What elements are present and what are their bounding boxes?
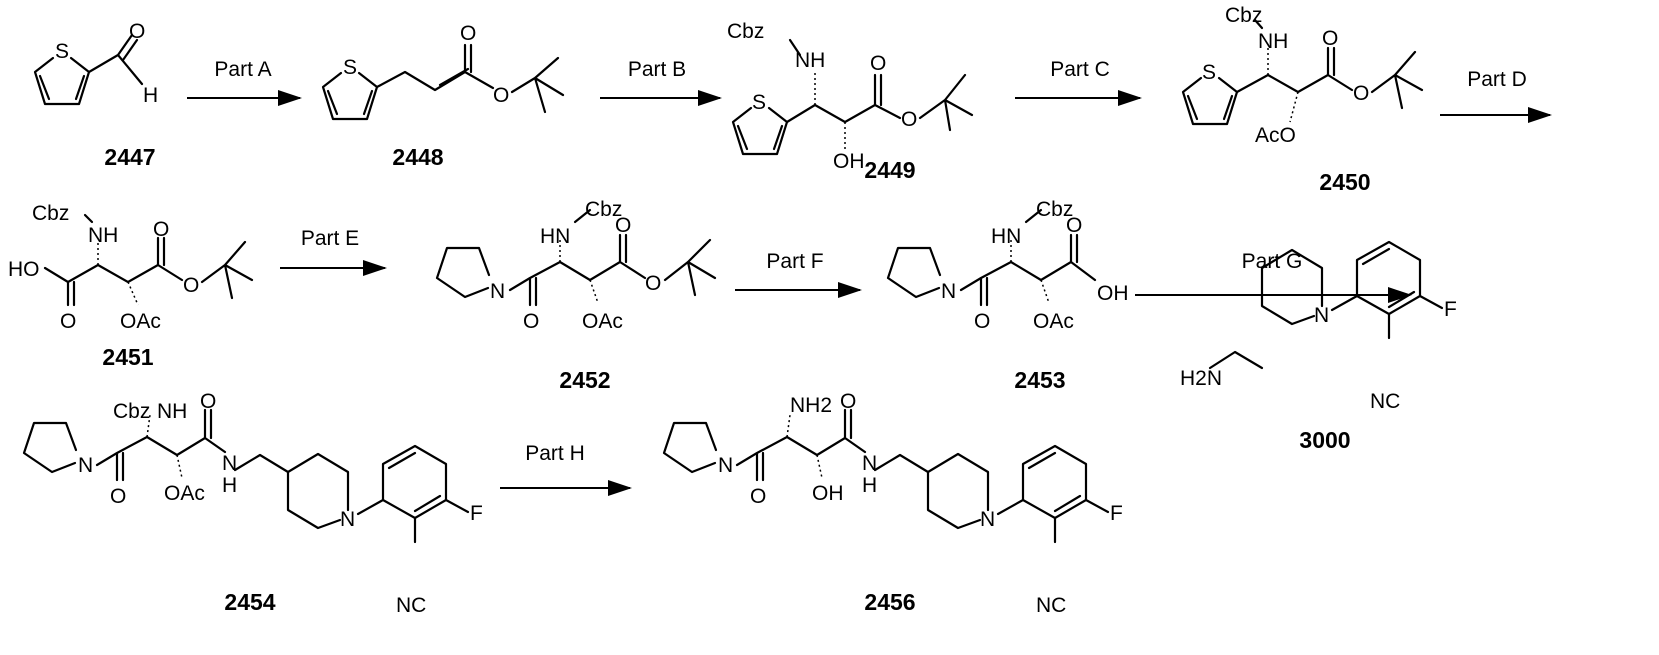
- atom-s: S: [1202, 61, 1216, 84]
- atom-n: N: [862, 452, 877, 475]
- reaction-arrow-b: Part B: [600, 58, 720, 98]
- atom-cbz: Cbz: [727, 20, 764, 43]
- step-label: Part C: [1050, 58, 1110, 81]
- reaction-arrow-e: Part E: [280, 227, 385, 268]
- atom-n: N: [78, 454, 93, 477]
- atom-o: O: [615, 214, 631, 237]
- atom-nc: NC: [396, 594, 426, 617]
- compound-2450: S Cbz NH AcO O O 2450: [1183, 4, 1422, 195]
- atom-aco: AcO: [1255, 124, 1296, 147]
- atom-o: O: [645, 272, 661, 295]
- atom-oh: OH: [833, 150, 865, 173]
- atom-oac: OAc: [1033, 310, 1074, 333]
- reaction-arrow-f: Part F: [735, 250, 860, 290]
- compound-label: 2448: [392, 144, 443, 170]
- atom-oac: OAc: [164, 482, 205, 505]
- atom-h: H: [862, 474, 877, 497]
- atom-nh: NH: [1258, 30, 1288, 53]
- atom-nc: NC: [1370, 390, 1400, 413]
- atom-nh: NH: [795, 49, 825, 72]
- step-label: Part F: [766, 250, 823, 273]
- atom-cbz: Cbz: [1225, 4, 1262, 27]
- step-label: Part D: [1467, 68, 1527, 91]
- atom-n: N: [980, 508, 995, 531]
- compound-3000: H2N N F NC 3000: [1180, 242, 1457, 453]
- atom-ho: HO: [8, 258, 40, 281]
- atom-o: O: [183, 274, 199, 297]
- atom-nc: NC: [1036, 594, 1066, 617]
- atom-o: O: [974, 310, 990, 333]
- atom-o: O: [460, 22, 476, 45]
- compound-label: 2450: [1319, 169, 1370, 195]
- atom-f: F: [1444, 298, 1457, 321]
- atom-o: O: [840, 390, 856, 413]
- compound-2452: N O HN Cbz OAc O O 2452: [437, 198, 715, 393]
- atom-o: O: [129, 20, 145, 43]
- atom-hn: HN: [991, 225, 1021, 248]
- atom-nh: NH: [157, 400, 187, 423]
- step-label: Part A: [214, 58, 271, 81]
- atom-n: N: [490, 280, 505, 303]
- atom-o: O: [750, 485, 766, 508]
- atom-o: O: [110, 485, 126, 508]
- compound-2456: N O NH2 OH O N H N NC F 2456: [664, 390, 1123, 617]
- compound-label: 2453: [1014, 367, 1065, 393]
- compound-2454: N O Cbz NH OAc O N H N NC F 2454: [24, 390, 483, 617]
- atom-n: N: [941, 280, 956, 303]
- atom-o: O: [153, 218, 169, 241]
- atom-oh: OH: [1097, 282, 1129, 305]
- compound-label: 2454: [224, 589, 275, 615]
- atom-hn: HN: [540, 225, 570, 248]
- atom-o: O: [60, 310, 76, 333]
- compound-2451: Cbz NH HO O OAc O O 2451: [8, 202, 252, 370]
- atom-o: O: [870, 52, 886, 75]
- atom-o: O: [1066, 214, 1082, 237]
- step-label: Part E: [301, 227, 359, 250]
- atom-n: N: [340, 508, 355, 531]
- atom-nh2: NH2: [790, 394, 832, 417]
- atom-o: O: [901, 108, 917, 131]
- compound-2449: S Cbz NH OH O O 2449: [727, 20, 972, 183]
- atom-s: S: [55, 40, 69, 63]
- atom-n: N: [1314, 304, 1329, 327]
- compound-label: 2449: [864, 157, 915, 183]
- compound-label: 2451: [102, 344, 153, 370]
- atom-o: O: [493, 84, 509, 107]
- compound-label: 2456: [864, 589, 915, 615]
- compound-label: 2452: [559, 367, 610, 393]
- compound-2453: N O HN Cbz OAc O OH 2453: [888, 198, 1129, 393]
- reaction-arrow-c: Part C: [1015, 58, 1140, 98]
- atom-cbz: Cbz: [32, 202, 69, 225]
- compound-label: 3000: [1299, 427, 1350, 453]
- reaction-arrow-h: Part H: [500, 442, 630, 488]
- atom-nh: NH: [88, 224, 118, 247]
- atom-oac: OAc: [582, 310, 623, 333]
- atom-f: F: [1110, 502, 1123, 525]
- atom-oac: OAc: [120, 310, 161, 333]
- atom-n: N: [222, 452, 237, 475]
- reaction-arrow-a: Part A: [187, 58, 300, 98]
- atom-oh: OH: [812, 482, 844, 505]
- atom-h2n: H2N: [1180, 367, 1222, 390]
- atom-h: H: [222, 474, 237, 497]
- compound-label: 2447: [104, 144, 155, 170]
- atom-cbz: Cbz: [113, 400, 150, 423]
- step-label: Part B: [628, 58, 686, 81]
- atom-o: O: [523, 310, 539, 333]
- atom-o: O: [200, 390, 216, 413]
- compound-2447: S O H 2447: [35, 20, 158, 170]
- reaction-arrow-g: Part G: [1135, 250, 1410, 295]
- atom-f: F: [470, 502, 483, 525]
- atom-s: S: [752, 91, 766, 114]
- atom-s: S: [343, 56, 357, 79]
- reaction-arrow-d: Part D: [1440, 68, 1550, 115]
- atom-n: N: [718, 454, 733, 477]
- atom-h: H: [143, 84, 158, 107]
- atom-o: O: [1322, 27, 1338, 50]
- compound-2448: S O O 2448: [323, 22, 563, 170]
- atom-o: O: [1353, 82, 1369, 105]
- step-label: Part H: [525, 442, 585, 465]
